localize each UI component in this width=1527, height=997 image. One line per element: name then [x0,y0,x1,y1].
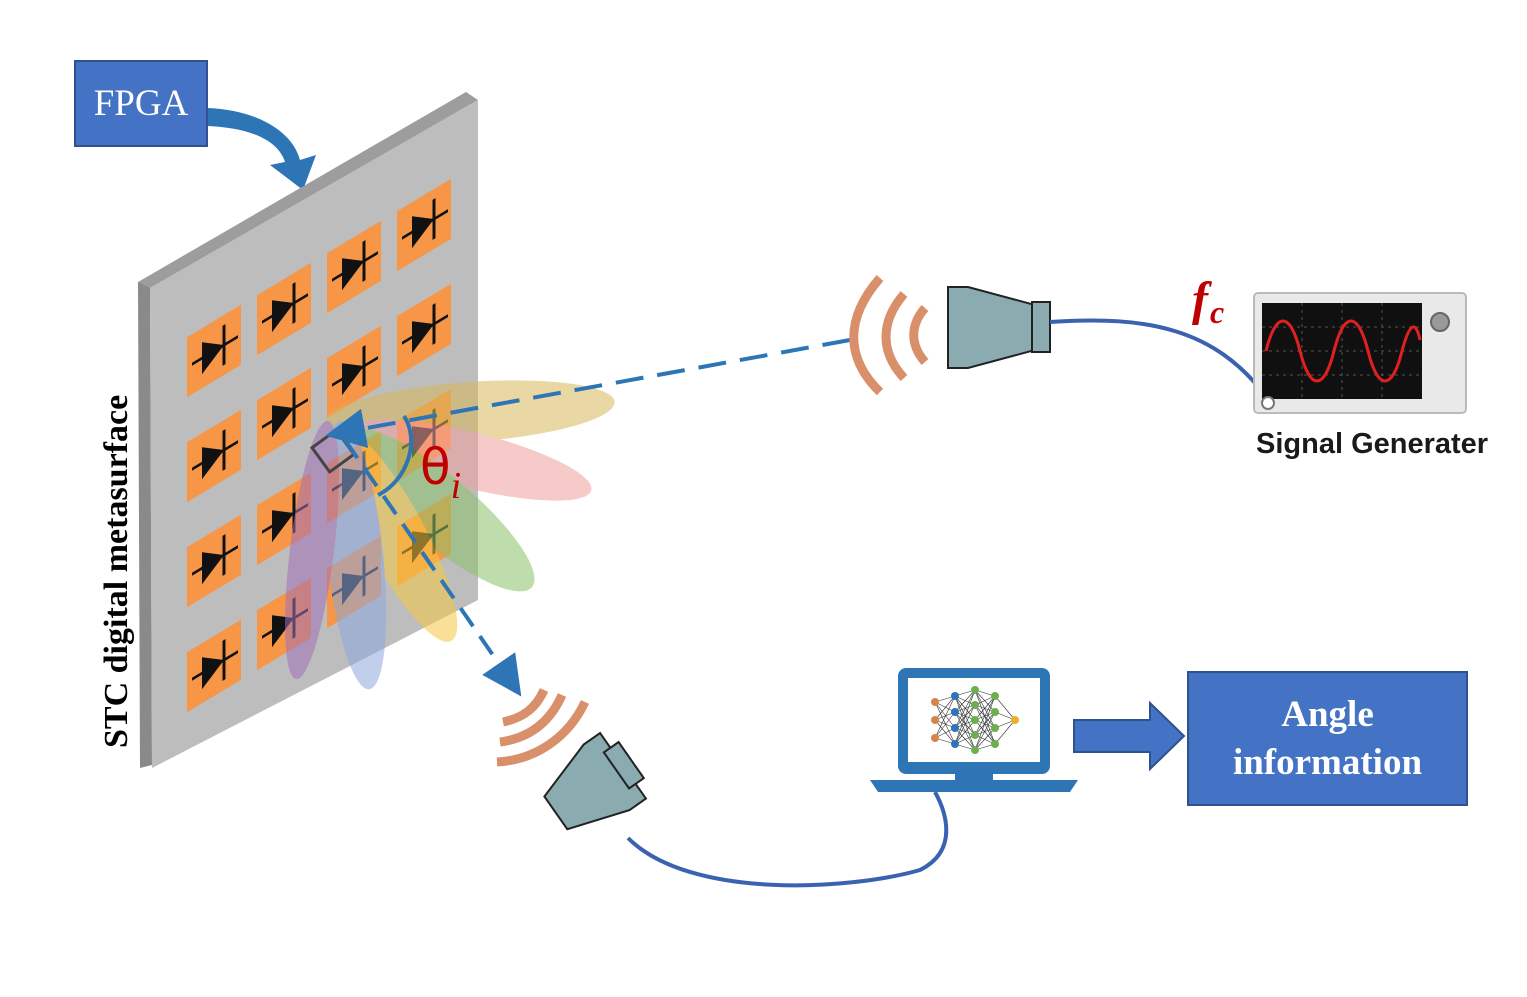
nn-connection [954,719,976,745]
diode-icon [187,304,241,398]
carrier-subscript: c [1209,294,1225,330]
nn-connection [974,689,996,713]
incidence-angle-label: θi [420,438,461,507]
nn-connection [954,695,976,751]
nn-connection [954,704,976,745]
nn-node [931,716,939,724]
right-arrow-icon [1073,700,1186,772]
diode-icon [257,367,311,461]
nn-node [1011,716,1019,724]
transmit-horn-antenna-icon [947,286,1051,369]
nn-node [971,746,979,754]
nn-connection [954,711,976,751]
diode-icon [187,619,241,713]
nn-connection [954,711,976,736]
nn-connection [974,711,996,751]
diode-icon [327,220,381,314]
nn-node [931,698,939,706]
angle-information-box: Angle information [1187,671,1468,806]
metasurface-label: STC digital metasurface [98,394,135,748]
diode-icon [187,409,241,503]
angle-info-line2: information [1232,741,1423,783]
signal-generator-label: Signal Generater [1256,428,1489,460]
nn-connection [974,689,996,729]
nn-node [931,734,939,742]
receive-wave-icon [496,688,590,767]
nn-connection [934,695,956,739]
nn-node [951,692,959,700]
nn-connection [934,701,956,729]
nn-connection [974,695,996,736]
nn-node [951,708,959,716]
diode-icon [397,283,451,377]
diode-icon [257,262,311,356]
angle-info-line1: Angle [1281,693,1374,735]
nn-connection [974,727,996,751]
incident-beam-arrow [325,338,851,449]
angle-subscript: i [450,465,462,507]
nn-node [991,708,999,716]
nn-connection [934,695,956,721]
carrier-symbol: f [1192,273,1208,326]
nn-node [971,716,979,724]
laptop-cable [626,791,949,888]
nn-connection [954,695,976,736]
neural-network-icon [931,686,1019,754]
angle-symbol: θ [420,438,451,496]
nn-connection [994,719,1016,745]
metasurface-board [138,92,478,768]
diode-icon [187,514,241,608]
nn-connection [974,719,996,745]
fpga-curved-arrow [208,108,316,190]
nn-connection [954,727,976,751]
fpga-box: FPGA [74,60,208,147]
nn-connection [934,719,956,745]
transmit-wave-icon [849,275,929,396]
generator-cable [1049,318,1267,397]
signal-generator-icon [1253,292,1467,414]
nn-node [991,692,999,700]
receive-horn-antenna-icon [543,731,648,831]
nn-node [951,740,959,748]
nn-node [991,740,999,748]
nn-connection [974,704,996,745]
nn-connection [954,689,976,745]
nn-node [971,686,979,694]
reflected-beam-arrow [343,438,522,697]
nn-connection [994,695,1016,721]
nn-node [991,724,999,732]
nn-connection [934,711,956,739]
nn-connection [954,689,976,729]
nn-connection [934,701,956,745]
fpga-label: FPGA [93,83,189,124]
nn-connection [954,689,976,713]
nn-node [951,724,959,732]
angle-arc [377,414,414,497]
diode-icon [327,325,381,419]
nn-connection [954,695,976,721]
carrier-frequency-label: fc [1192,272,1225,330]
nn-node [971,701,979,709]
nn-node [971,731,979,739]
nn-connection [974,689,996,745]
nn-connection [974,695,996,721]
nn-connection [974,695,996,751]
nn-connection [974,704,996,729]
diode-icon [397,178,451,272]
